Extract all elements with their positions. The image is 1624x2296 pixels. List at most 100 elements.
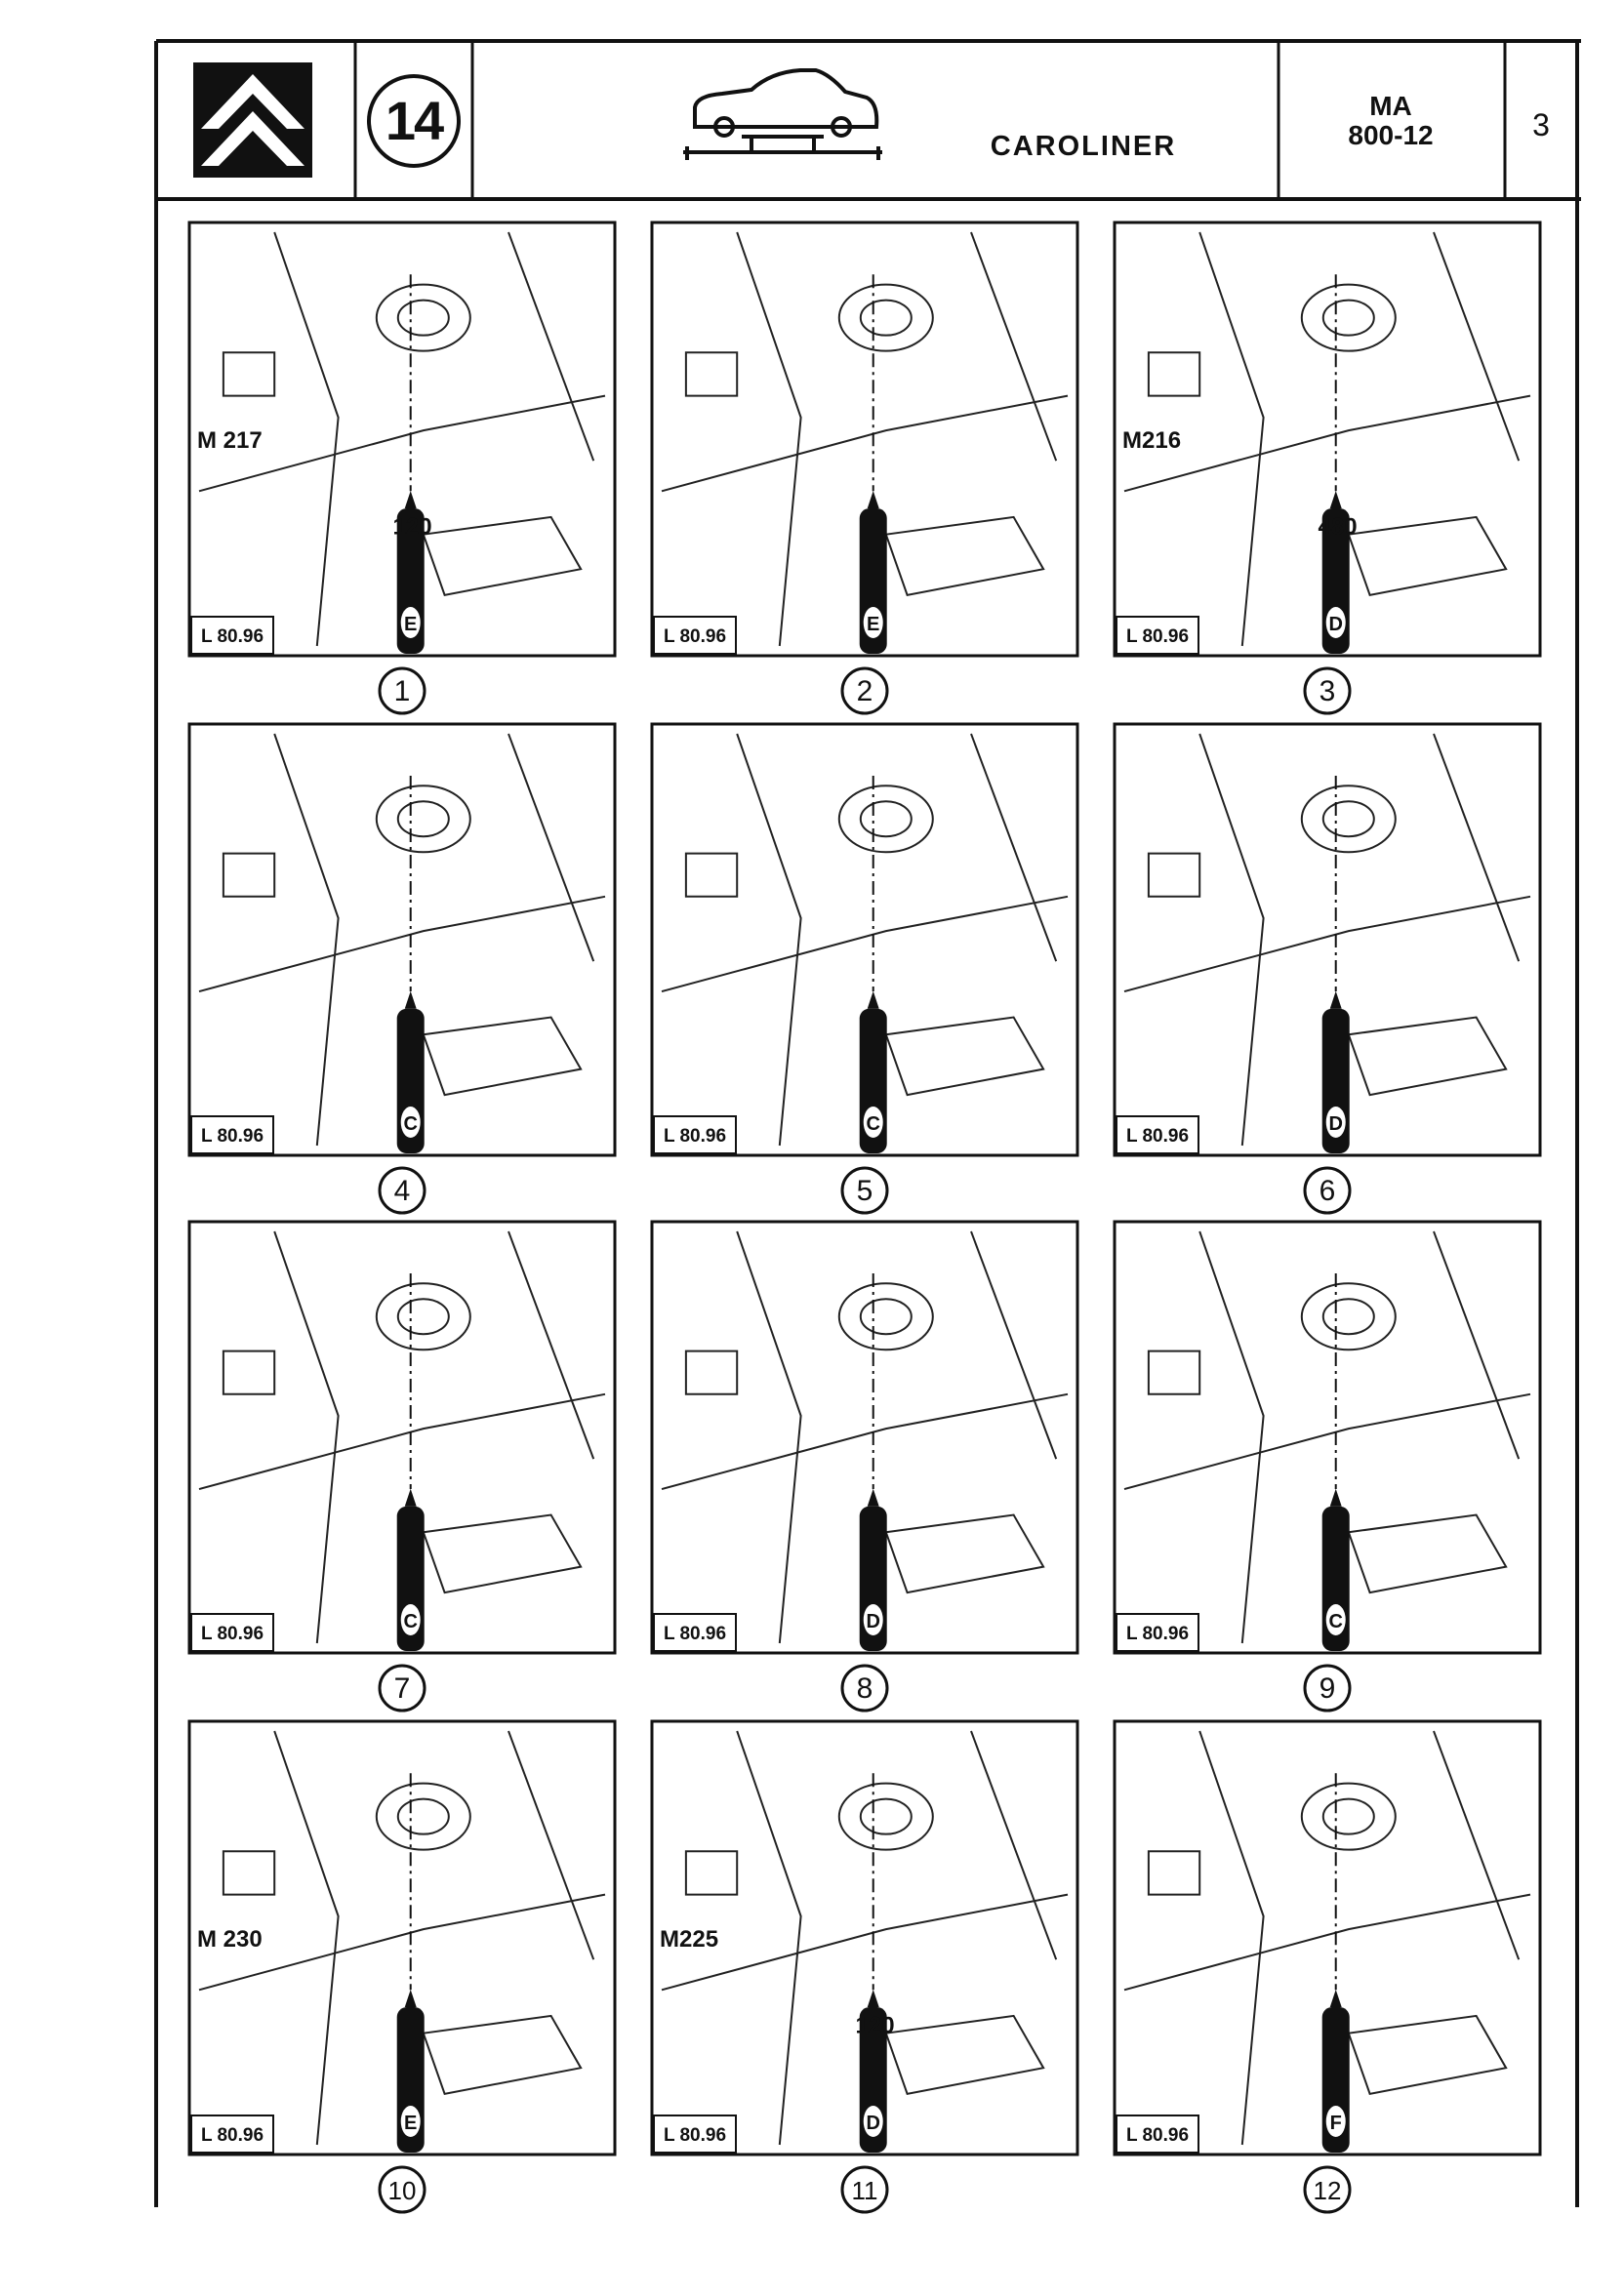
page-number: 3 — [1532, 107, 1550, 142]
step-panel-4: CL 80.964 — [187, 722, 617, 1215]
reference-label: L 80.96 — [201, 1624, 264, 1644]
gauge-tip-icon — [867, 491, 879, 509]
reference-label: L 80.96 — [1126, 1624, 1189, 1644]
step-number: 4 — [394, 1175, 411, 1207]
reference-box — [1116, 616, 1199, 655]
chassis-drawing-icon — [1123, 1230, 1531, 1644]
step-panel-8: D L 80.96 8 — [650, 1220, 1079, 1712]
reference-box — [190, 1613, 274, 1652]
step-number-circle — [1303, 2165, 1352, 2214]
gauge-tip-icon — [1329, 990, 1342, 1009]
step-number: 5 — [857, 1175, 873, 1207]
doc-ref-line1: MA — [1369, 91, 1412, 121]
reference-box — [653, 616, 737, 655]
gauge-tip-icon — [867, 1990, 879, 2008]
step-number: 7 — [394, 1672, 411, 1705]
step-number-circle — [1303, 666, 1352, 715]
gauge-letter-badge — [400, 1107, 421, 1138]
chassis-drawing-icon — [198, 1730, 606, 2146]
step-number: 1 — [394, 675, 411, 707]
step-number-circle — [840, 1166, 889, 1215]
gauge-tip-icon — [404, 1488, 417, 1507]
gauge-letter-badge — [400, 2106, 421, 2137]
step-number-circle — [1303, 1166, 1352, 1215]
reference-box — [653, 2115, 737, 2154]
step-number: 2 — [857, 675, 873, 707]
reference-label: L 80.96 — [664, 1126, 726, 1147]
reference-label: L 80.96 — [1126, 626, 1189, 647]
doc-ref-line2: 800-12 — [1348, 120, 1434, 150]
gauge-letter-badge — [1325, 2106, 1346, 2137]
chassis-drawing-icon — [198, 1230, 606, 1644]
chassis-drawing-icon — [661, 1730, 1069, 2146]
reference-label: L 80.96 — [664, 1624, 726, 1644]
tool-letter: D — [1328, 1113, 1342, 1135]
gauge-letter-badge — [863, 607, 883, 638]
chassis-drawing-icon — [198, 231, 606, 647]
reference-box — [190, 616, 274, 655]
gauge-tip-icon — [404, 491, 417, 509]
reference-label: L 80.96 — [201, 2125, 264, 2146]
reference-box — [1116, 1115, 1199, 1154]
gauge-tip-icon — [867, 990, 879, 1009]
gauge-letter-badge — [863, 1604, 883, 1635]
tool-letter: D — [1328, 614, 1342, 635]
step-number: 11 — [852, 2176, 878, 2205]
reference-box — [190, 2115, 274, 2154]
step-number-circle — [378, 2165, 426, 2214]
tool-letter: E — [404, 2113, 417, 2134]
step-panel-10: E M 230 L 80.96 10 — [187, 1719, 617, 2214]
step-number-circle — [378, 1664, 426, 1712]
reference-box — [653, 1613, 737, 1652]
reference-box — [1116, 2115, 1199, 2154]
gauge-letter-badge — [1325, 1604, 1346, 1635]
reference-label: L 80.96 — [1126, 1126, 1189, 1147]
car-lift-icon — [683, 68, 882, 160]
reference-box — [653, 1115, 737, 1154]
step-number: 10 — [388, 2176, 417, 2205]
tool-letter: C — [866, 1113, 879, 1135]
gauge-tip-icon — [867, 1488, 879, 1507]
step-number-circle — [378, 1166, 426, 1215]
chassis-drawing-icon — [661, 231, 1069, 647]
chassis-drawing-icon — [1123, 733, 1531, 1147]
step-number: 8 — [857, 1672, 873, 1705]
tool-letter: D — [866, 2113, 879, 2134]
gauge-letter-badge — [1325, 607, 1346, 638]
step-number-circle — [840, 1664, 889, 1712]
dimension-callout: M 230 — [197, 1926, 263, 1953]
reference-label: L 80.96 — [201, 1126, 264, 1147]
gauge-tip-icon — [1329, 1990, 1342, 2008]
reference-label: L 80.96 — [201, 626, 264, 647]
dimension-callout: M216 — [1122, 427, 1181, 454]
tool-letter: E — [404, 614, 417, 635]
page-title: CAROLINER — [990, 131, 1177, 162]
gauge-tip-icon — [404, 990, 417, 1009]
gauge-tip-icon — [1329, 1488, 1342, 1507]
step-panel-6: DL 80.966 — [1113, 722, 1542, 1215]
dimension-callout: M 217 — [197, 427, 263, 454]
reference-box — [1116, 1613, 1199, 1652]
step-panel-5: C L 80.96 5 — [650, 722, 1079, 1215]
gauge-letter-badge — [863, 2106, 883, 2137]
reference-label: L 80.96 — [1126, 2125, 1189, 2146]
reference-label: L 80.96 — [664, 626, 726, 647]
chassis-drawing-icon — [1123, 1730, 1531, 2146]
gauge-letter-badge — [400, 607, 421, 638]
reference-box — [190, 1115, 274, 1154]
tool-letter: D — [866, 1611, 879, 1632]
tool-letter: C — [1328, 1611, 1342, 1632]
dimension-callout: 120 — [856, 2013, 895, 2039]
chassis-drawing-icon — [198, 733, 606, 1147]
brand-logo-icon — [193, 62, 312, 178]
gauge-tip-icon — [1329, 491, 1342, 509]
tool-letter: E — [867, 614, 879, 635]
tool-letter: C — [403, 1611, 417, 1632]
step-number-circle — [840, 2165, 889, 2214]
step-panel-9: CL 80.969 — [1113, 1220, 1542, 1712]
